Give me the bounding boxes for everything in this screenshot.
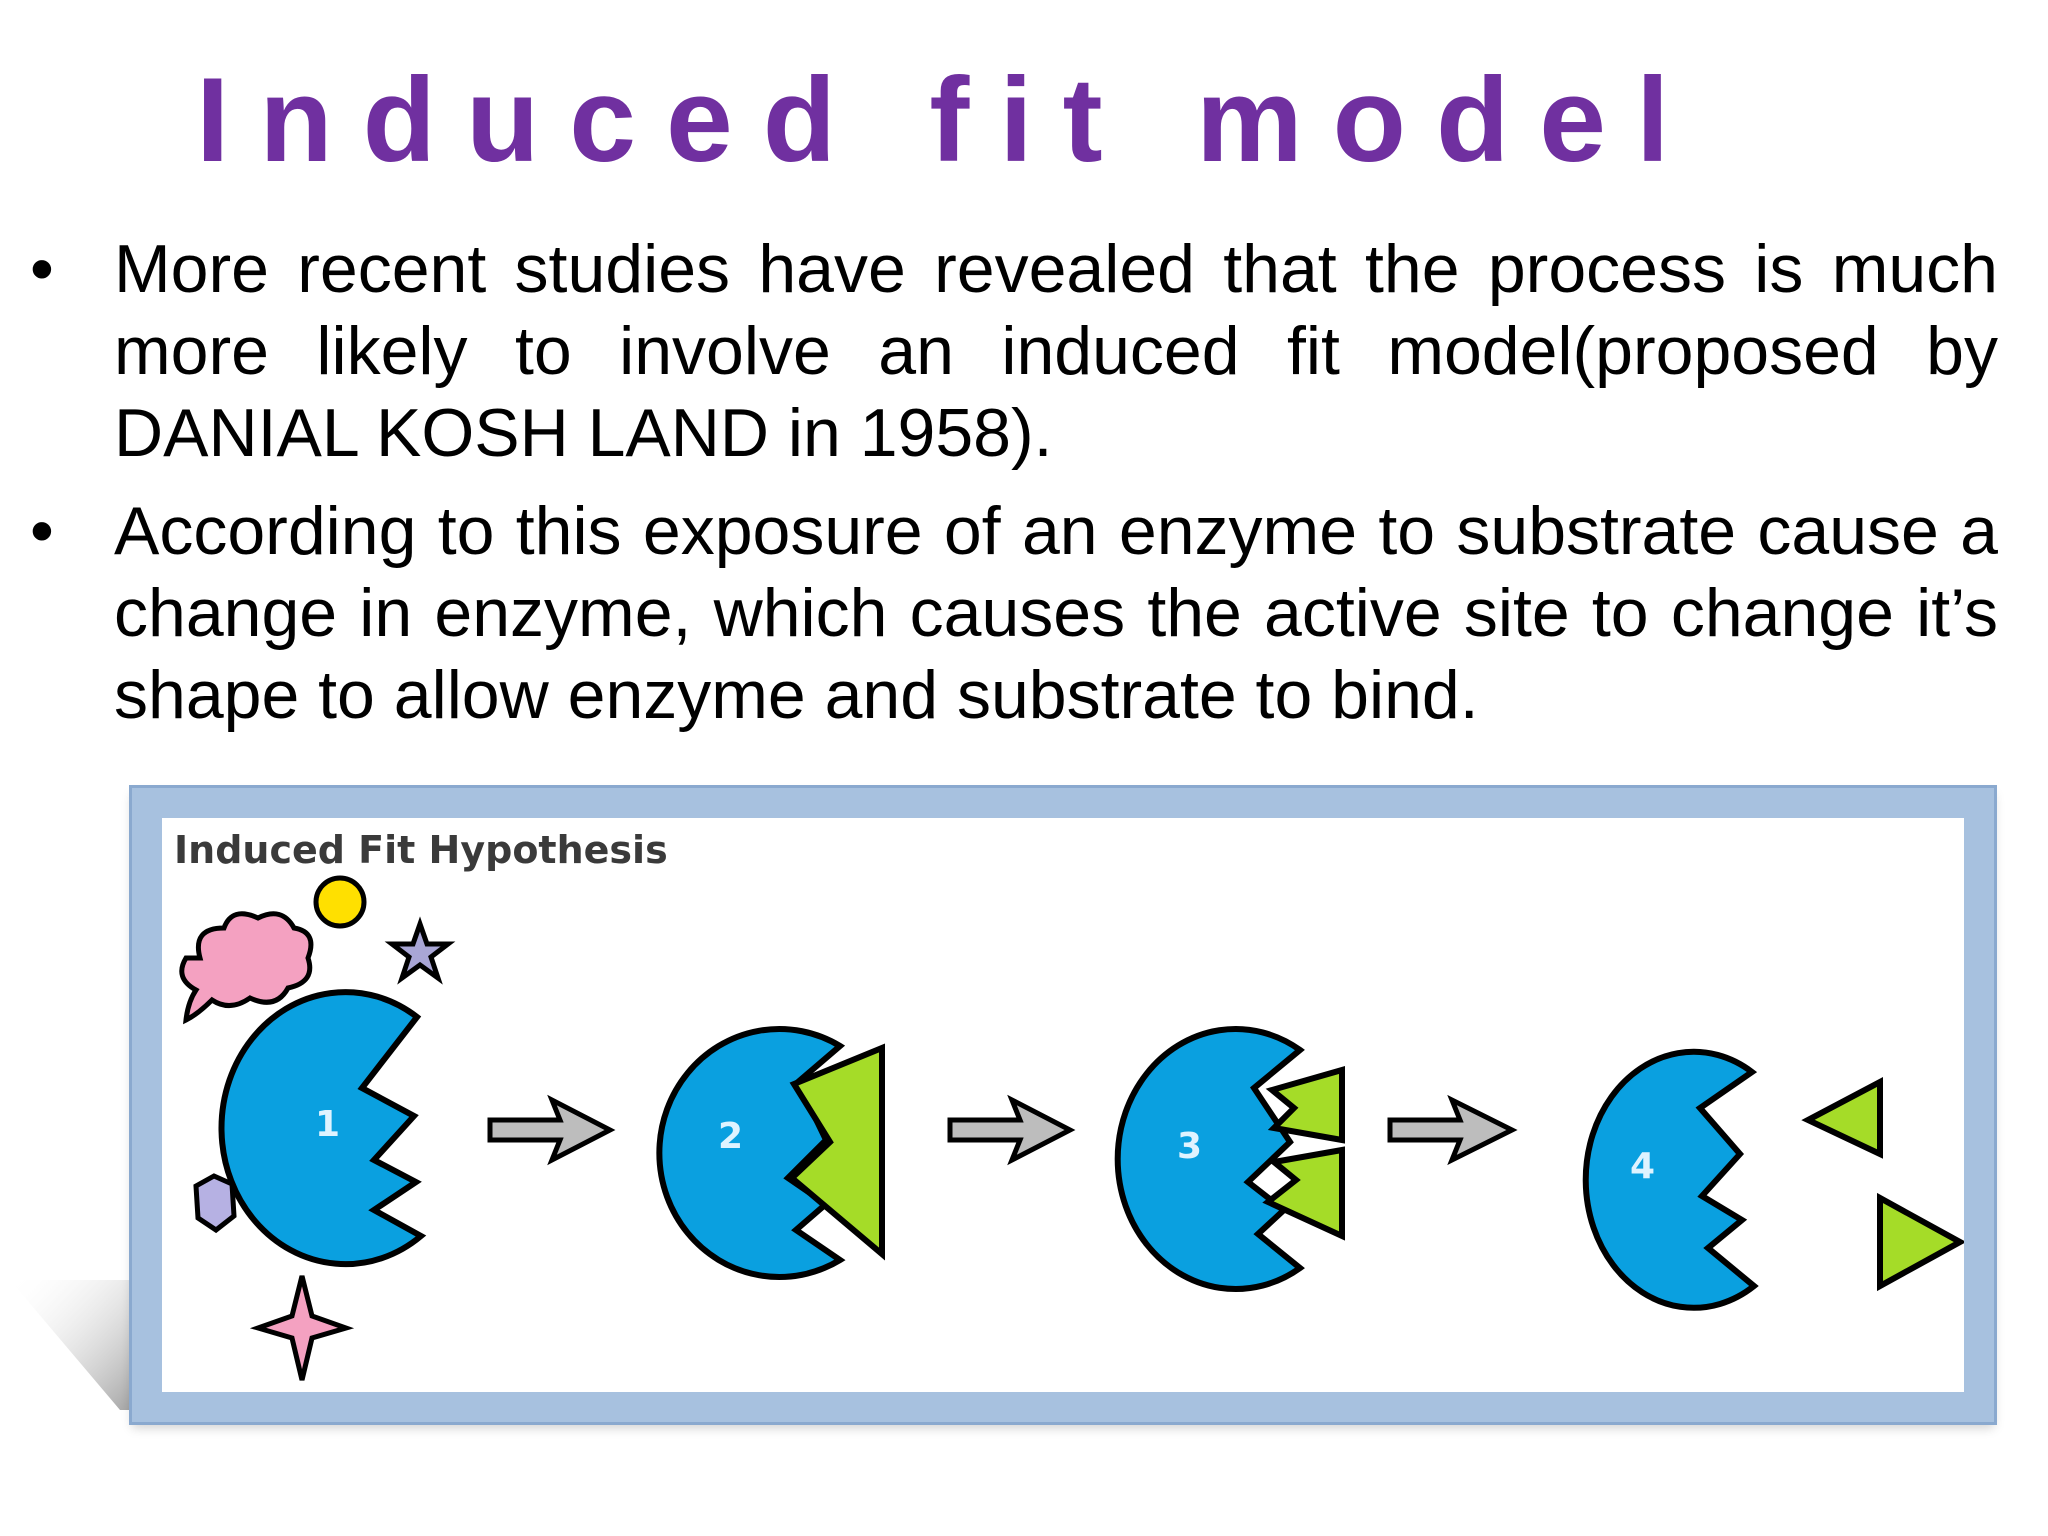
substrate-half-bottom [1262,1146,1345,1241]
product-triangle-top [1801,1077,1883,1159]
bullet-item: • More recent studies have revealed that… [30,228,1998,474]
substrate-triangle [787,1043,885,1261]
yellow-circle-molecule [313,875,367,929]
enzyme-4 [1582,1048,1759,1311]
bullet-list: • More recent studies have revealed that… [30,228,1998,752]
four-point-star-molecule [249,1275,355,1381]
pink-cloud-molecule [179,911,314,1025]
slide-title: Induced fit model [196,53,1700,187]
product-triangle-bottom [1877,1192,1964,1292]
hexagon-molecule [193,1173,237,1234]
diagram-title: Induced Fit Hypothesis [174,828,668,872]
bullet-marker: • [30,493,54,569]
arrow-icon [487,1094,616,1166]
bullet-text: According to this exposure of an enzyme … [114,493,1998,733]
bullet-item: • According to this exposure of an enzym… [30,490,1998,736]
stage-number: 1 [315,1104,340,1145]
stage-number: 2 [718,1116,743,1157]
arrow-icon [947,1094,1076,1166]
enzyme-1 [218,989,427,1268]
bullet-text: More recent studies have revealed that t… [114,231,1998,471]
enzyme-3 [1114,1026,1305,1292]
frame-shadow [10,1280,135,1410]
stage-number: 3 [1177,1126,1202,1167]
arrow-icon [1387,1094,1518,1166]
induced-fit-diagram: 1 2 3 4 Induced Fit Hypothesis [129,785,1997,1425]
substrate-half-top [1265,1066,1345,1144]
stage-number: 4 [1630,1146,1655,1187]
diagram-canvas: 1 2 3 4 [179,875,1964,1381]
star-molecule [384,916,456,985]
bullet-marker: • [30,231,54,307]
enzyme-2 [656,1026,846,1280]
